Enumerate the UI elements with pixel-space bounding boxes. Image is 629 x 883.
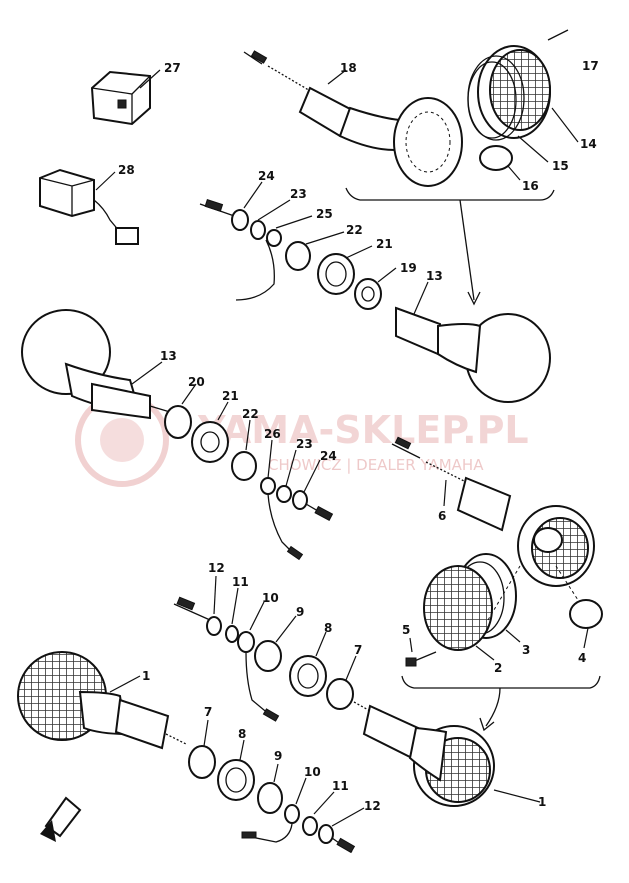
front-direction-mark-icon	[40, 796, 82, 842]
watermark-brand: YAMA-SKLEP.PL	[197, 408, 529, 452]
callout-22a: 22	[346, 223, 363, 237]
callout-6: 6	[438, 509, 446, 523]
right-mid-assembly: 6 4 3 2 5	[391, 436, 603, 732]
callout-23a: 23	[290, 187, 307, 201]
callout-11a: 11	[232, 575, 249, 589]
lower-mid-stack: 12 11 10 9 8 7 1	[173, 561, 546, 809]
callout-2: 2	[494, 661, 502, 675]
top-flasher-assembly: 18 17 14 15 16	[243, 29, 599, 306]
callout-22b: 22	[242, 407, 259, 421]
callout-27: 27	[164, 61, 181, 75]
callout-1a: 1	[142, 669, 150, 683]
connector-28: 28	[39, 163, 139, 245]
callout-13b: 13	[160, 349, 177, 363]
callout-12b: 12	[364, 799, 381, 813]
callout-7a: 7	[354, 643, 362, 657]
flasher-relay-27: 27	[90, 61, 181, 126]
callout-26: 26	[264, 427, 281, 441]
callout-19: 19	[400, 261, 417, 275]
callout-8a: 8	[324, 621, 332, 635]
callout-9b: 9	[274, 749, 282, 763]
mid-top-stack: 24 23 25 22 21 19 13	[199, 169, 551, 403]
callout-8b: 8	[238, 727, 246, 741]
callout-15: 15	[552, 159, 569, 173]
callout-5: 5	[402, 623, 410, 637]
callout-13a: 13	[426, 269, 443, 283]
callout-20: 20	[188, 375, 205, 389]
callout-7b: 7	[204, 705, 212, 719]
callout-12a: 12	[208, 561, 225, 575]
callout-24b: 24	[320, 449, 337, 463]
callout-28: 28	[118, 163, 135, 177]
callout-10b: 10	[304, 765, 321, 779]
callout-1b: 1	[538, 795, 546, 809]
callout-24a: 24	[258, 169, 275, 183]
callout-18: 18	[340, 61, 357, 75]
watermark-tagline: CHOWICZ | DEALER YAMAHA	[268, 456, 484, 474]
callout-21b: 21	[222, 389, 239, 403]
callout-11b: 11	[332, 779, 349, 793]
callout-14: 14	[580, 137, 597, 151]
callout-25: 25	[316, 207, 333, 221]
callout-16: 16	[522, 179, 539, 193]
watermark-logo-center	[100, 418, 144, 462]
mid-left-assembly: 13 20 21 22 26 23 24	[21, 309, 337, 561]
callout-21a: 21	[376, 237, 393, 251]
bottom-left-assembly: 1 7 8 9 10 11 12	[17, 651, 381, 854]
callout-9a: 9	[296, 605, 304, 619]
watermark: YAMA-SKLEP.PL CHOWICZ | DEALER YAMAHA	[75, 393, 529, 487]
callout-17: 17	[582, 59, 599, 73]
callout-4: 4	[578, 651, 586, 665]
callout-3: 3	[522, 643, 530, 657]
callout-23b: 23	[296, 437, 313, 451]
callout-10a: 10	[262, 591, 279, 605]
